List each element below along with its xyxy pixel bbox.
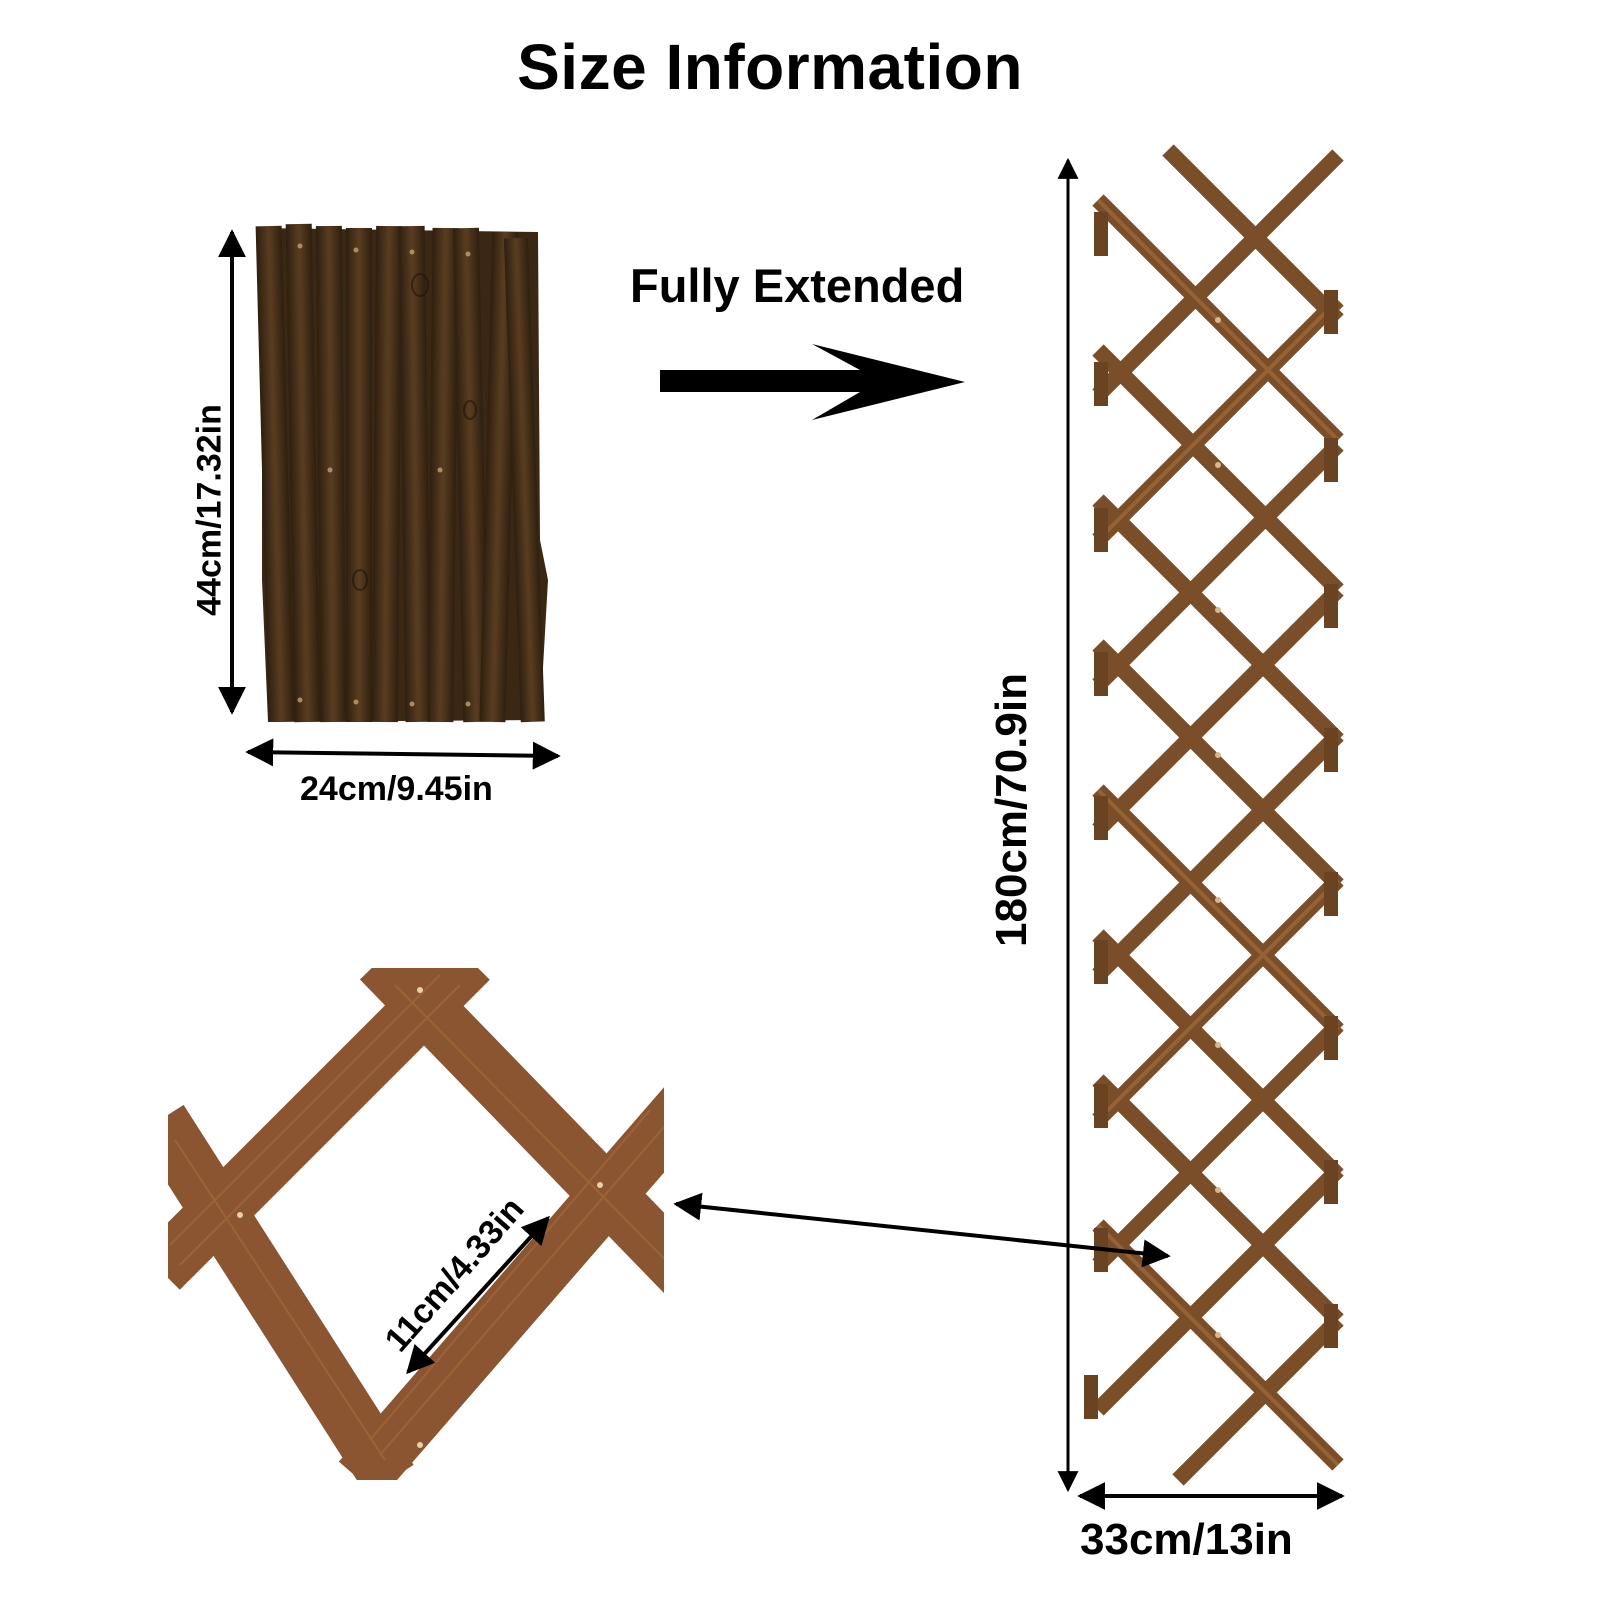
fully-extended-label: Fully Extended: [630, 259, 965, 312]
detail-connector-arrow: [673, 1192, 1171, 1268]
extended-width-label: 33cm/13in: [1080, 1515, 1293, 1564]
detail-spacing-arrow: [406, 1215, 550, 1375]
extended-trellis-image: [1084, 144, 1344, 1486]
lattice-detail-image: [168, 968, 664, 1480]
extended-height-label: 180cm/70.9in: [987, 673, 1036, 947]
folded-trellis-image: [255, 223, 548, 723]
folded-height-label: 44cm/17.32in: [190, 404, 229, 616]
folded-width-arrow: [245, 738, 561, 770]
extend-arrow: [660, 344, 965, 420]
page-title: Size Information: [517, 31, 1023, 103]
folded-width-label: 24cm/9.45in: [300, 770, 493, 808]
